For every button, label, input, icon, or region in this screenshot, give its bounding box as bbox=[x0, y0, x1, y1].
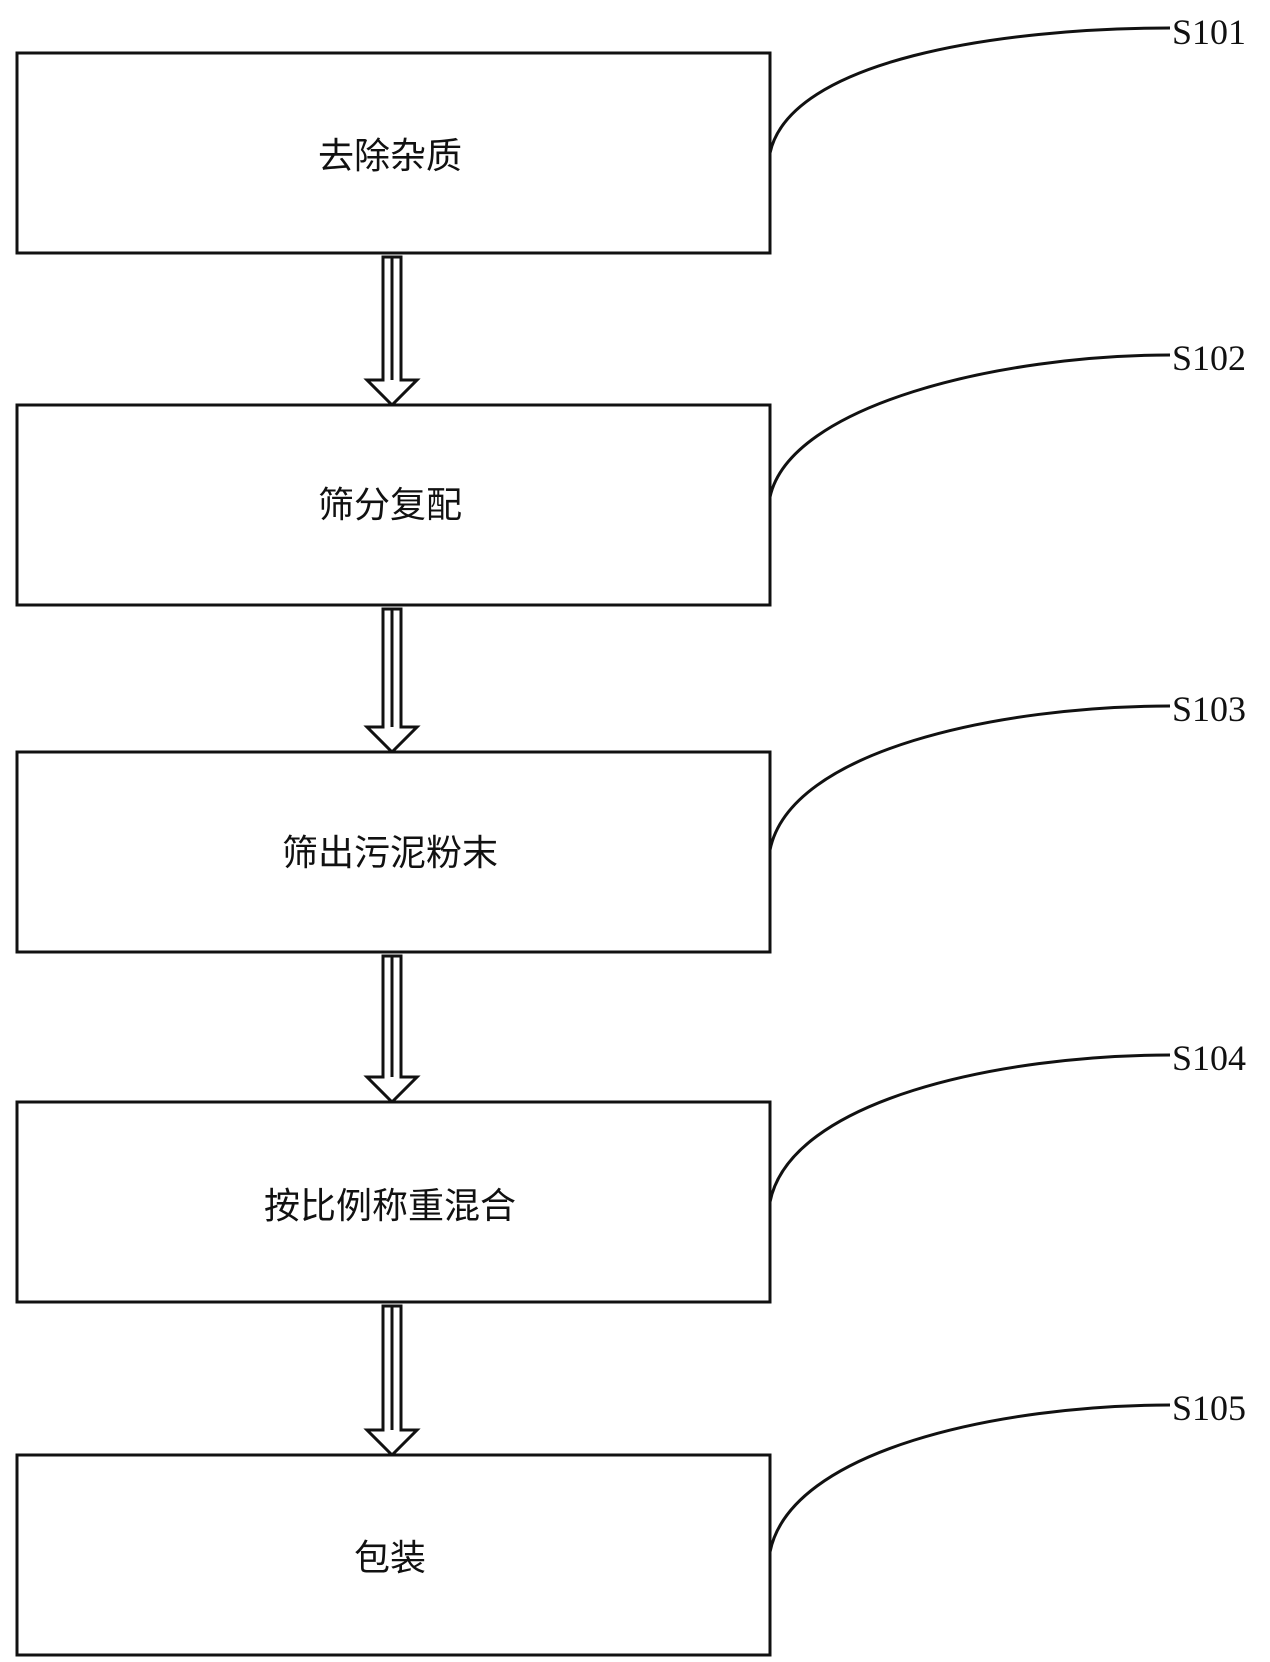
step-ref: S101 bbox=[1172, 12, 1246, 52]
step-label: 按比例称重混合 bbox=[264, 1186, 516, 1227]
step-box bbox=[15, 403, 772, 607]
step-label: 去除杂质 bbox=[318, 136, 462, 177]
step-label: 筛分复配 bbox=[318, 485, 462, 526]
step-box bbox=[15, 51, 772, 255]
step-s105: 包装 S105 bbox=[15, 1388, 1246, 1657]
step-label: 包装 bbox=[354, 1538, 426, 1579]
leader-line bbox=[768, 26, 1171, 154]
step-s102: 筛分复配 S102 bbox=[15, 338, 1246, 607]
step-s104: 按比例称重混合 S104 bbox=[15, 1038, 1246, 1304]
step-box bbox=[15, 1100, 772, 1304]
leader-line bbox=[768, 1053, 1171, 1203]
step-ref: S103 bbox=[1172, 689, 1246, 729]
leader-line bbox=[768, 353, 1171, 498]
step-s101: 去除杂质 S101 bbox=[15, 12, 1246, 255]
step-ref: S102 bbox=[1172, 338, 1246, 378]
step-s103: 筛出污泥粉末 S103 bbox=[15, 689, 1246, 954]
step-box bbox=[15, 1453, 772, 1657]
step-label: 筛出污泥粉末 bbox=[282, 833, 498, 874]
step-ref: S104 bbox=[1172, 1038, 1246, 1078]
step-ref: S105 bbox=[1172, 1388, 1246, 1428]
step-box bbox=[15, 750, 772, 954]
leader-line bbox=[768, 1403, 1171, 1553]
leader-line bbox=[768, 704, 1171, 851]
